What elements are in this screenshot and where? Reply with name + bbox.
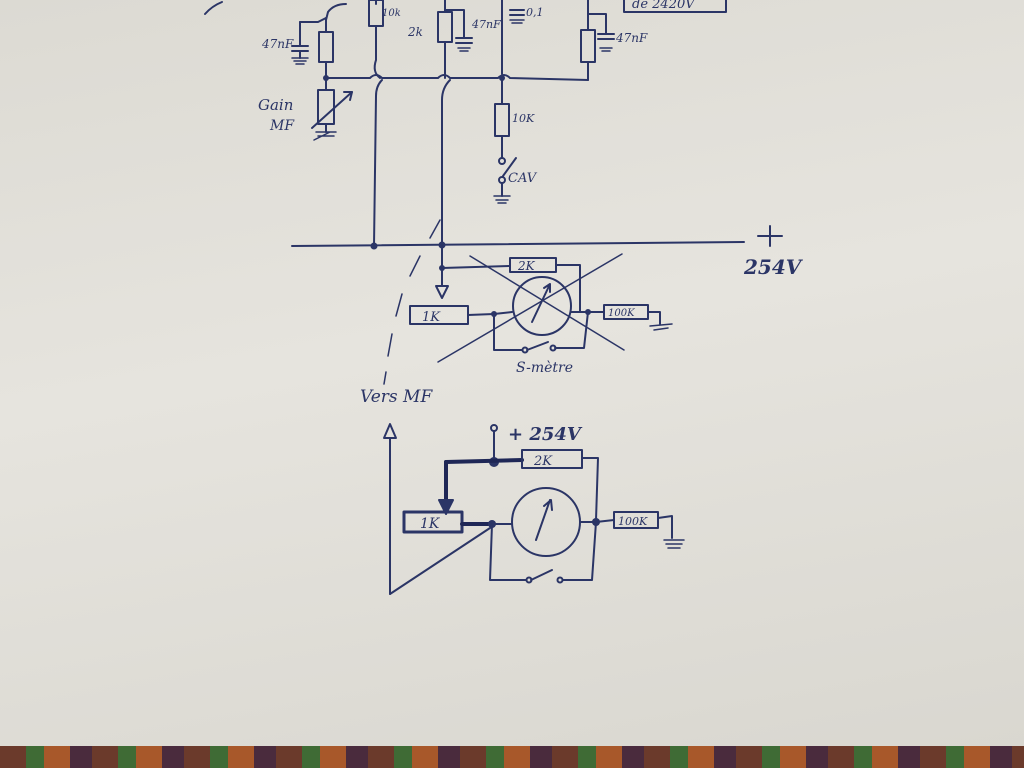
plus-sign-mark (757, 225, 783, 247)
lower-meter-needle-icon (535, 499, 553, 541)
lower-2k-right-wire (581, 457, 599, 521)
ground-icon (291, 57, 309, 65)
ground-icon (457, 47, 471, 52)
cap-47nf-mid-label: 47nF (471, 18, 501, 31)
upper-pot-arrow (435, 285, 449, 299)
lower-meter-gauge-icon (511, 487, 581, 557)
boxed-note-frame (623, 0, 727, 13)
boxed-note-text: de 2420V (632, 0, 696, 12)
gain-label: Gain (258, 96, 293, 114)
top-wire-hook (325, 3, 347, 21)
upper-2k-label: 2K (517, 259, 536, 273)
left-cap-feed (299, 17, 327, 23)
paper-sheet (0, 0, 1024, 748)
cross-out-line (469, 255, 625, 351)
lower-switch-loop-left (489, 523, 527, 581)
vers-mf-label: Vers MF (360, 387, 433, 407)
supply-rail: 254V (291, 219, 804, 385)
lower-switch-contact-2 (556, 576, 564, 584)
upper-switch-loop-right (554, 311, 589, 349)
ground-icon (493, 195, 511, 204)
lower-100k-label: 100K (618, 515, 648, 528)
lower-switch-loop-right (562, 521, 597, 581)
r10k-top-label: 10k (382, 8, 401, 19)
upper-switch-loop-left (493, 313, 523, 351)
upper-meter-gauge-icon (512, 276, 572, 336)
lower-resistor-2k (521, 449, 583, 469)
r10k-cav-label: 10K (512, 112, 535, 125)
ground-icon (313, 131, 337, 141)
gain-mf-label: MF (269, 118, 295, 134)
ground-icon (599, 47, 613, 52)
lower-2k-label: 2K (533, 454, 553, 469)
lower-100k-ground-wire (657, 515, 673, 539)
resistor-2k-top (437, 11, 453, 43)
resistor-10k-cav (494, 103, 510, 137)
cap-47nf-left-label: 47nF (261, 37, 294, 51)
vertical-wire-right (441, 79, 451, 247)
dashed-line-to-mf (383, 219, 441, 385)
lower-thick-bus (444, 458, 524, 464)
lower-1k-label: 1K (420, 516, 441, 532)
variable-arrow-head (343, 91, 353, 101)
s-meter-label: S-mètre (516, 360, 573, 376)
ground-icon (649, 323, 673, 331)
top-left-ink-fragment (204, 1, 223, 15)
upper-switch-lever (526, 341, 549, 351)
upper-s-meter-circuit: 2K 1K 100K S-mètre (409, 245, 673, 376)
r10k-down-wire (373, 25, 381, 79)
vers-mf-group: Vers MF (360, 387, 491, 595)
lower-s-meter-circuit: + 254V 2K 1K 100K (402, 424, 685, 584)
cap-47nf-right-label: 47nF (615, 31, 648, 45)
rail-junction-dot (370, 242, 378, 250)
rail-voltage-label: 254V (743, 255, 804, 279)
upper-100k-ground-wire (647, 311, 661, 325)
up-arrow-icon (383, 423, 397, 439)
lower-to-100k (595, 519, 615, 523)
upper-100k-label: 100K (608, 308, 635, 319)
resistor-left-top (318, 31, 334, 63)
variable-arrow-line (311, 91, 353, 129)
tablecloth-strip (0, 746, 1024, 768)
supply-voltage-label: + 254V (508, 424, 583, 445)
cross-out-line (437, 253, 623, 363)
upper-2k-left-wire (441, 265, 511, 269)
top-circuit: 47nF Gain MF 10k 2k (204, 0, 727, 247)
resistor-right-top (580, 29, 596, 63)
cav-switch-contact (498, 157, 506, 165)
ground-icon (663, 539, 685, 549)
top-horizontal-bus (325, 74, 589, 81)
r2k-top-label: 2k (407, 25, 423, 39)
cap-mid-feed (444, 9, 465, 39)
upper-2k-right-wire (555, 264, 581, 313)
upper-meter-needle-icon (531, 283, 551, 323)
cap-01-label: 0,1 (526, 6, 544, 19)
vers-mf-diagonal-wire (389, 527, 491, 595)
cav-switch-lever (502, 157, 517, 177)
vertical-wire-left (373, 79, 383, 247)
horizontal-rail (291, 241, 745, 247)
upper-pot-to-node (467, 313, 495, 316)
right-branch-feed (587, 0, 601, 15)
gain-variable-resistor (317, 89, 335, 125)
upper-1k-label: 1K (422, 310, 441, 325)
lower-switch-lever (530, 569, 553, 581)
upper-node-to-meter (493, 311, 513, 315)
lower-pot-arrow (438, 499, 454, 515)
cap-right-feed (599, 13, 607, 35)
cav-label: CAV (508, 171, 538, 186)
ground-icon (509, 19, 525, 24)
lower-resistor-100k (613, 511, 659, 529)
